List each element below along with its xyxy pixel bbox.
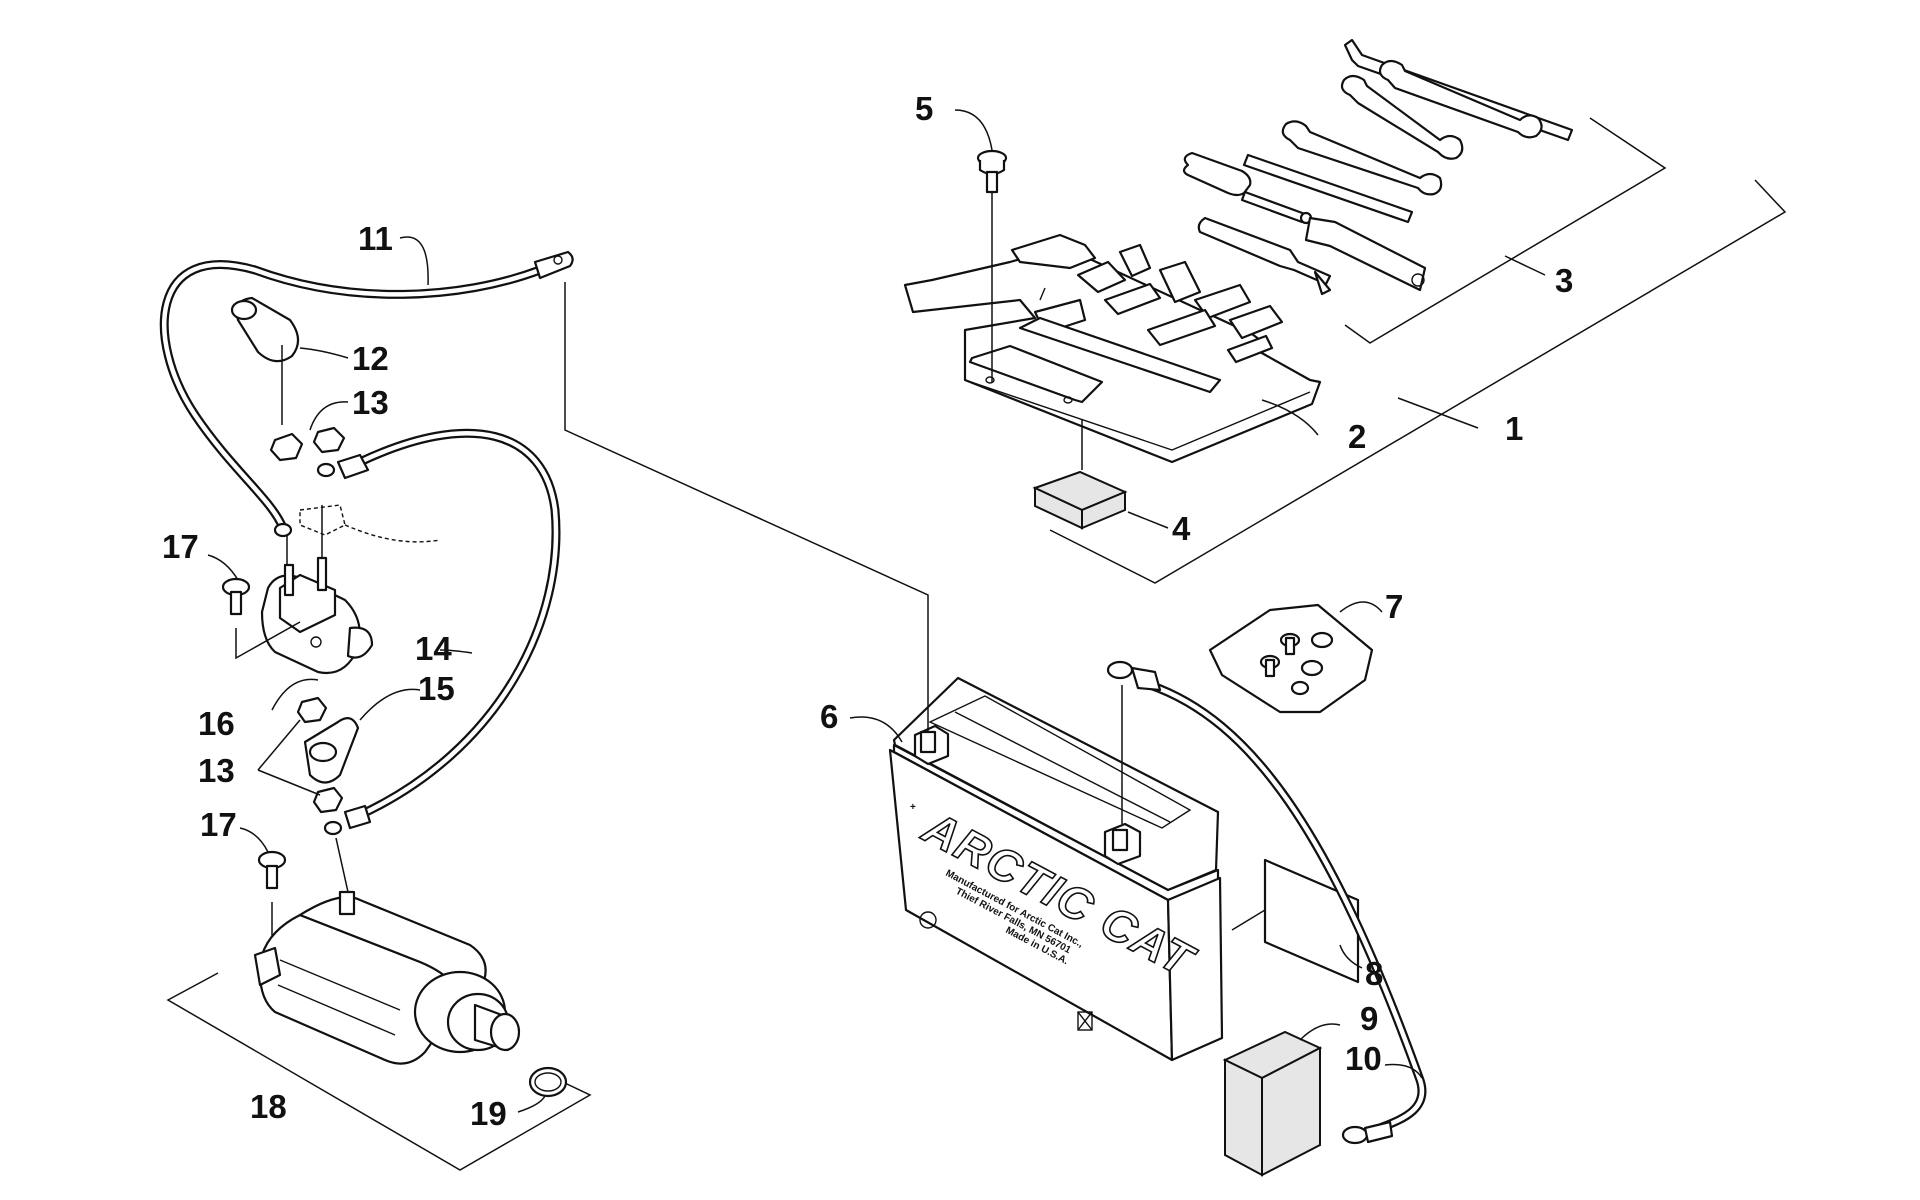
o-ring bbox=[528, 1066, 568, 1098]
tool-kit bbox=[1182, 38, 1574, 296]
assembly-bracket-18 bbox=[166, 972, 592, 1171]
battery: ARCTIC CAT Manufactured for Arctic Cat I… bbox=[564, 282, 1224, 1062]
callout-labels: 1 2 3 4 5 6 7 8 9 10 11 12 13 13 14 15 1… bbox=[162, 90, 1573, 1132]
callout-11: 11 bbox=[358, 220, 393, 257]
callout-leaders bbox=[207, 109, 1546, 1113]
starter-bolt bbox=[257, 850, 287, 945]
nut-13-d bbox=[312, 786, 344, 814]
nut-13-b bbox=[312, 426, 346, 454]
callout-16: 16 bbox=[198, 705, 235, 742]
storage-tray bbox=[903, 233, 1322, 464]
nut-13-c bbox=[296, 696, 328, 724]
callout-18: 18 bbox=[250, 1088, 287, 1125]
foam-block bbox=[1222, 1030, 1323, 1177]
starter-solenoid bbox=[260, 504, 441, 675]
recycle-icon bbox=[919, 911, 937, 929]
disposal-icon bbox=[1077, 1011, 1093, 1031]
foam-pad bbox=[1032, 420, 1128, 530]
assembly-bracket-1 bbox=[1049, 179, 1787, 584]
nut-13-a bbox=[269, 432, 304, 462]
callout-3: 3 bbox=[1555, 262, 1573, 299]
hardware-kit bbox=[1208, 603, 1374, 714]
callout-13b: 13 bbox=[198, 752, 235, 789]
callout-17a: 17 bbox=[162, 528, 199, 565]
cable-11 bbox=[159, 250, 574, 538]
starter-motor bbox=[253, 837, 521, 1065]
negative-cable bbox=[1106, 660, 1427, 1145]
callout-8: 8 bbox=[1365, 955, 1383, 992]
plus-terminal-mark: + bbox=[910, 802, 916, 813]
callout-1: 1 bbox=[1505, 410, 1523, 447]
callout-17b: 17 bbox=[200, 806, 237, 843]
terminal-boot-12 bbox=[230, 296, 300, 425]
callout-2: 2 bbox=[1348, 418, 1366, 455]
callout-13a: 13 bbox=[352, 384, 389, 421]
solenoid-bolt bbox=[221, 577, 301, 660]
callout-12: 12 bbox=[352, 340, 389, 377]
battery-decal bbox=[1231, 858, 1360, 984]
cable-14 bbox=[316, 428, 561, 836]
terminal-boot-15 bbox=[303, 717, 360, 784]
callout-6: 6 bbox=[820, 698, 838, 735]
tray-screw bbox=[976, 149, 1008, 382]
callout-9: 9 bbox=[1360, 1000, 1378, 1037]
callout-15: 15 bbox=[418, 670, 455, 707]
callout-5: 5 bbox=[915, 90, 933, 127]
callout-14: 14 bbox=[415, 630, 452, 667]
callout-4: 4 bbox=[1172, 510, 1191, 547]
callout-7: 7 bbox=[1385, 588, 1403, 625]
callout-19: 19 bbox=[470, 1095, 507, 1132]
assembly-bracket-3 bbox=[1344, 117, 1667, 344]
callout-10: 10 bbox=[1345, 1040, 1382, 1077]
